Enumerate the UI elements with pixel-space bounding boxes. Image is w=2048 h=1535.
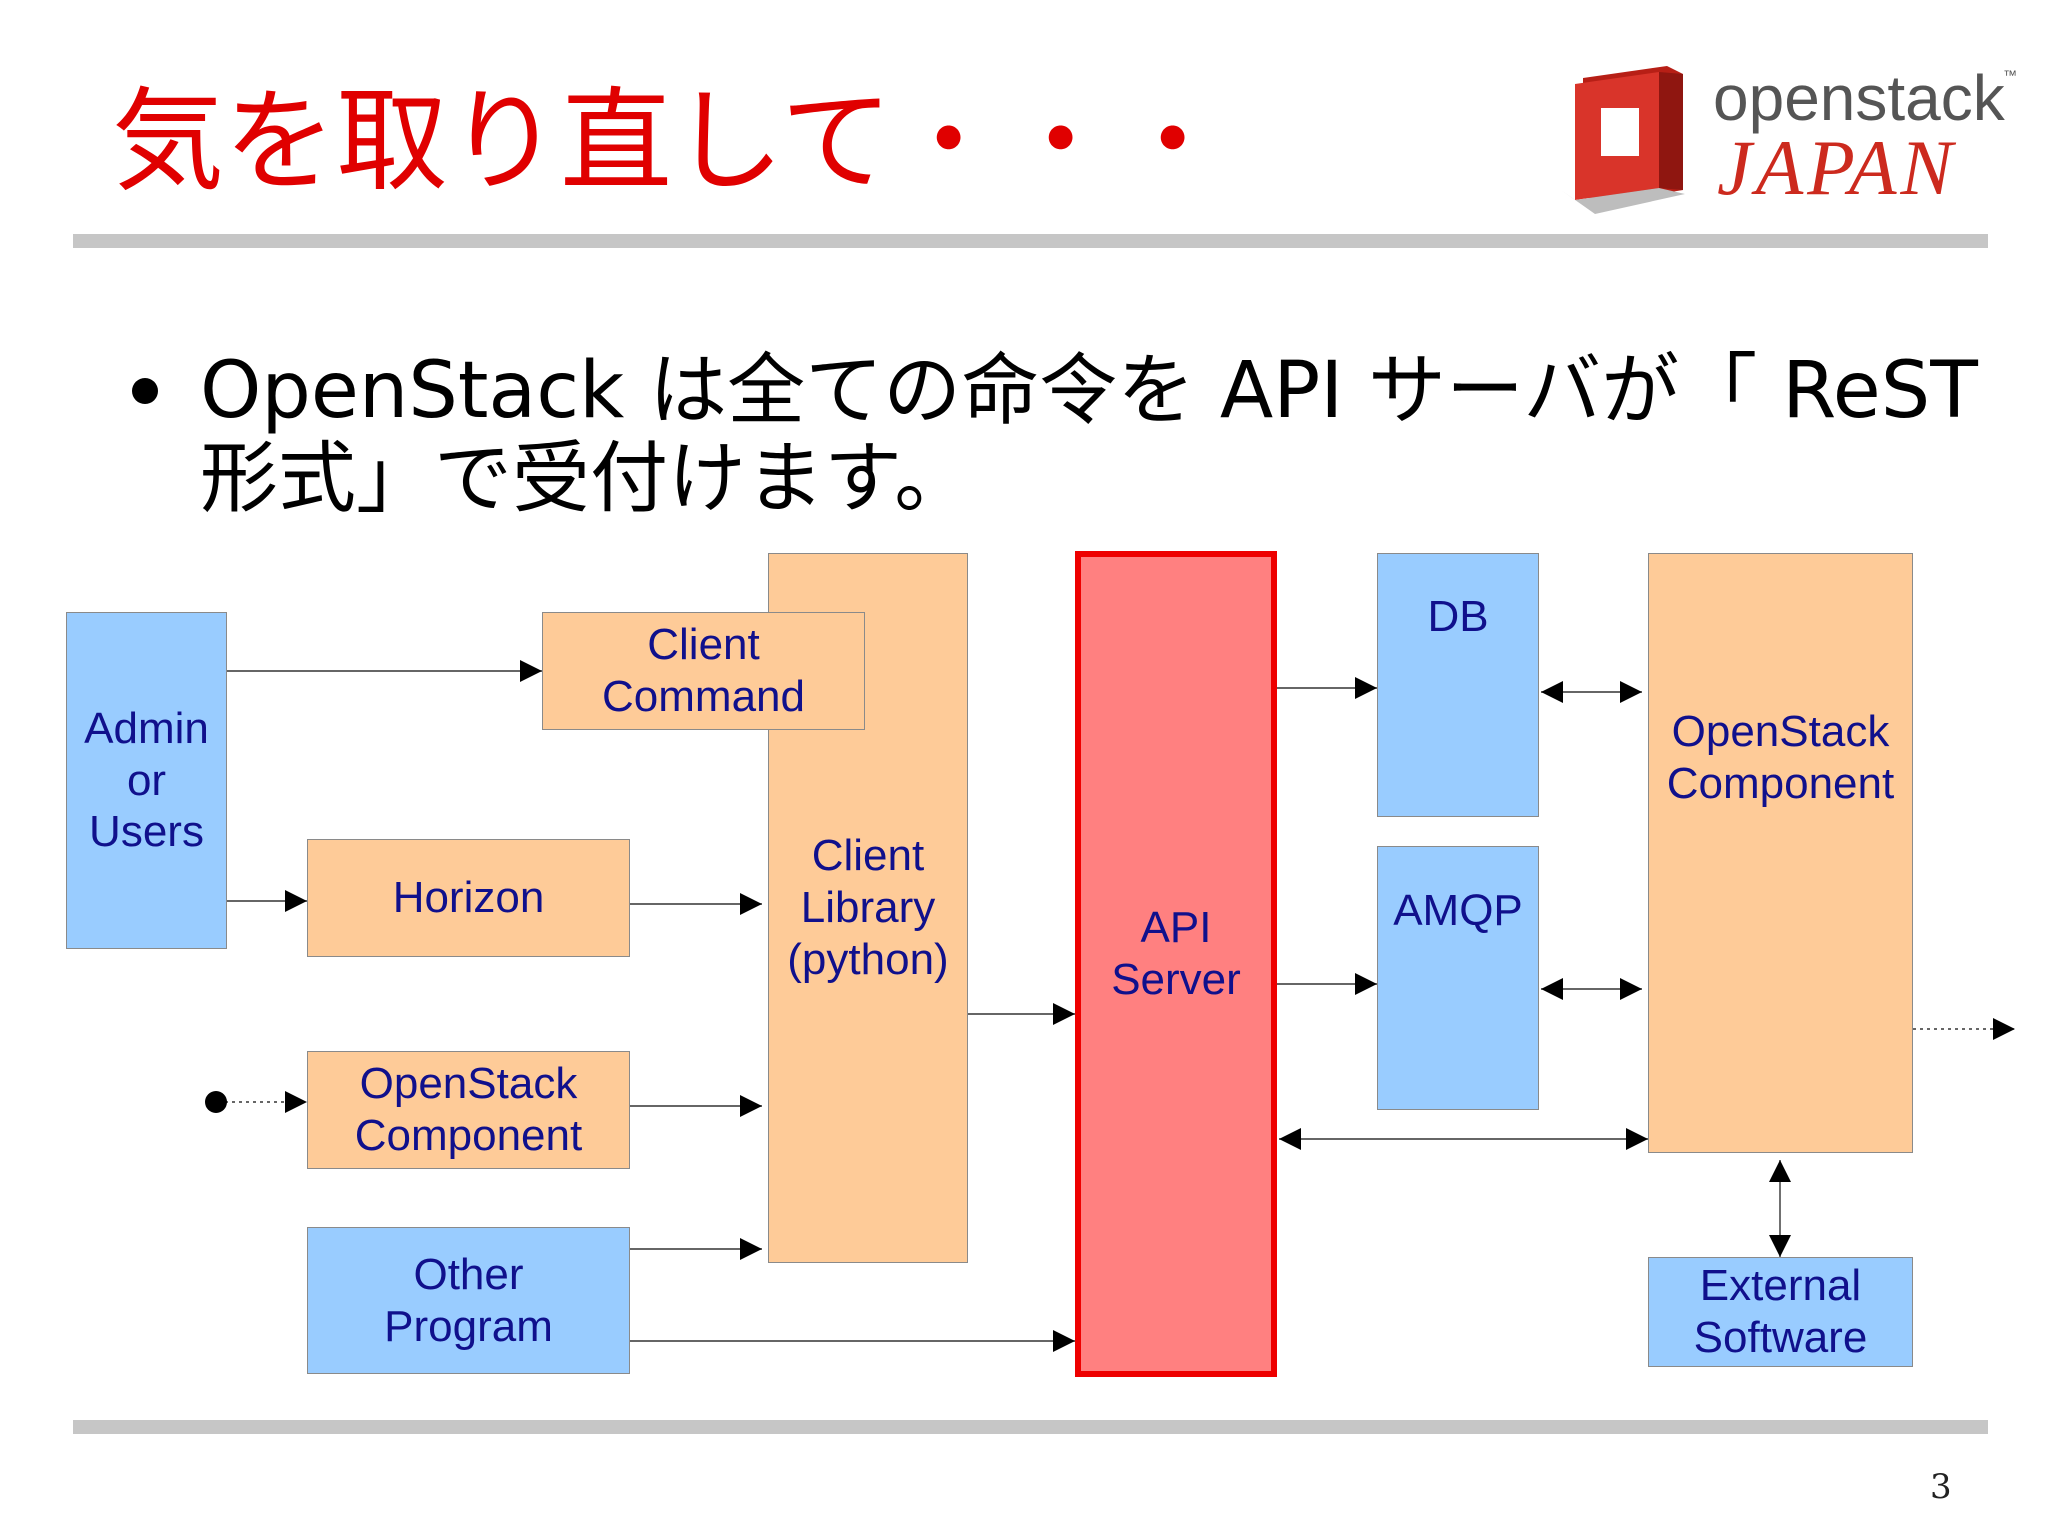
bullet-icon — [132, 378, 158, 404]
horizon-label: Horizon — [392, 873, 545, 923]
api-server-label: API Server — [1111, 903, 1241, 1004]
client-command-label: Client Command — [602, 620, 805, 721]
openstack-component-right-box: OpenStack Component — [1648, 553, 1913, 1153]
db-box: DB — [1377, 553, 1539, 817]
header-rule — [73, 234, 1988, 248]
amqp-label: AMQP — [1393, 885, 1523, 935]
external-software-label: External Software — [1693, 1261, 1868, 1362]
admin-users-box: Admin or Users — [66, 612, 227, 949]
logo-openstack-text: openstack — [1713, 62, 2006, 134]
db-label: DB — [1427, 591, 1489, 641]
openstack-component-right-label: OpenStack Component — [1666, 707, 1895, 808]
footer-rule — [73, 1420, 1988, 1434]
client-library-label: Client Library (python) — [787, 831, 949, 984]
api-server-box: API Server — [1075, 551, 1277, 1377]
openstack-cube-icon — [1561, 66, 1685, 214]
admin-users-label: Admin or Users — [84, 703, 209, 857]
logo-trademark: ™ — [2003, 67, 2017, 83]
openstack-component-left-label: OpenStack Component — [354, 1059, 583, 1160]
bullet-text-line-1: OpenStack は全ての命令を API サーバが「 ReST — [200, 346, 1978, 436]
horizon-box: Horizon — [307, 839, 630, 957]
amqp-box: AMQP — [1377, 846, 1539, 1110]
openstack-component-left-box: OpenStack Component — [307, 1051, 630, 1169]
other-program-label: Other Program — [384, 1249, 553, 1351]
external-input-dot — [205, 1091, 227, 1113]
client-command-box: Client Command — [542, 612, 865, 730]
other-program-box: Other Program — [307, 1227, 630, 1374]
external-software-box: External Software — [1648, 1257, 1913, 1367]
page-number: 3 — [1930, 1467, 1952, 1507]
logo-japan-text: JAPAN — [1717, 124, 1957, 211]
bullet-text-line-2: 形式」で受付けます。 — [200, 434, 973, 524]
openstack-japan-logo: openstack ™ JAPAN — [1561, 62, 2017, 214]
slide-title: 気を取り直して・・・ — [112, 77, 1229, 207]
